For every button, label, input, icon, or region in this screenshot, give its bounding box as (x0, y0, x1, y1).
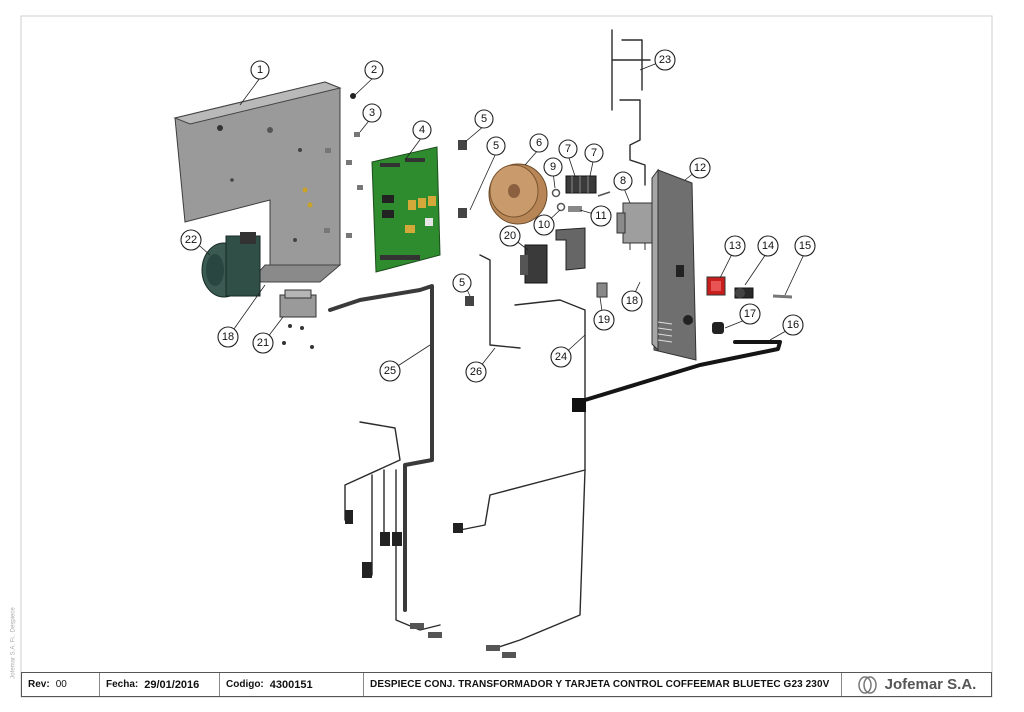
callout-5: 5 (452, 273, 472, 293)
callout-22: 22 (180, 229, 202, 251)
callout-7: 7 (558, 139, 578, 159)
rev-value: 00 (55, 679, 67, 690)
callout-21: 21 (252, 332, 274, 354)
svg-text:12: 12 (694, 162, 706, 174)
title-block: Rev: 00 Fecha: 29/01/2016 Codigo: 430015… (21, 672, 992, 697)
callout-6: 6 (529, 133, 549, 153)
callout-25: 25 (379, 360, 401, 382)
part-relay (520, 244, 548, 284)
fecha-label: Fecha: (106, 679, 139, 690)
callout-10: 10 (533, 214, 555, 236)
part-power-cable (583, 340, 782, 402)
part-side-bracket (651, 168, 697, 361)
codigo-value: 4300151 (269, 678, 313, 691)
callout-19: 19 (593, 309, 615, 331)
rev-label: Rev: (28, 679, 50, 690)
part-relay-bracket (555, 227, 586, 271)
svg-text:2: 2 (371, 64, 377, 76)
part-harness-25 (328, 284, 442, 638)
drawing-title-cell: DESPIECE CONJ. TRANSFORMADOR Y TARJETA C… (364, 673, 842, 696)
svg-text:25: 25 (384, 365, 396, 377)
svg-text:7: 7 (591, 147, 597, 159)
brand-cell: Jofemar S.A. (842, 673, 991, 696)
part-harness-24 (453, 299, 586, 658)
svg-text:10: 10 (538, 219, 550, 231)
callout-17: 17 (739, 303, 761, 325)
callout-3: 3 (362, 103, 382, 123)
callout-18: 18 (217, 326, 239, 348)
svg-text:11: 11 (595, 210, 606, 222)
codigo-label: Codigo: (226, 679, 264, 690)
callout-15: 15 (794, 235, 816, 257)
part-toroidal-transformer (488, 163, 548, 225)
side-watermark: Jofemar S.A. Fi.. Despiece (10, 607, 17, 679)
svg-text:21: 21 (257, 337, 269, 349)
callout-20: 20 (499, 225, 521, 247)
jofemar-logo-icon (857, 675, 877, 694)
svg-text:5: 5 (481, 113, 487, 125)
brand-name: Jofemar S.A. (884, 676, 977, 693)
callout-13: 13 (724, 235, 746, 257)
svg-text:16: 16 (787, 319, 799, 331)
drawing-frame (20, 15, 993, 698)
svg-text:22: 22 (185, 234, 197, 246)
callout-4: 4 (412, 120, 432, 140)
fecha-value: 29/01/2016 (144, 678, 200, 691)
part-main-plate (173, 81, 342, 283)
callouts: 1 2 3 4 5 5 5 6 7 7 8 9 10 11 12 13 14 1… (180, 49, 816, 383)
svg-text:24: 24 (555, 351, 567, 363)
svg-text:18: 18 (222, 331, 234, 343)
rev-cell: Rev: 00 (22, 673, 100, 696)
part-small-transformer (279, 289, 317, 349)
callout-14: 14 (757, 235, 779, 257)
callout-24: 24 (550, 346, 572, 368)
part-filter (616, 202, 654, 250)
callout-26: 26 (465, 361, 487, 383)
callout-5: 5 (486, 136, 506, 156)
svg-text:7: 7 (565, 143, 571, 155)
part-terminal-blocks (551, 175, 611, 212)
part-19 (596, 282, 608, 298)
callout-16: 16 (782, 314, 804, 336)
svg-text:4: 4 (419, 124, 425, 136)
fecha-cell: Fecha: 29/01/2016 (100, 673, 220, 696)
callout-11: 11 (590, 205, 612, 227)
callout-1: 1 (250, 60, 270, 80)
svg-text:13: 13 (729, 240, 741, 252)
svg-text:5: 5 (493, 140, 499, 152)
svg-text:5: 5 (459, 277, 465, 289)
svg-text:23: 23 (659, 54, 671, 66)
svg-text:14: 14 (762, 240, 774, 252)
callout-18: 18 (621, 290, 643, 312)
callout-8: 8 (613, 171, 633, 191)
svg-text:19: 19 (598, 314, 610, 326)
part-harness-26 (479, 254, 521, 349)
svg-text:15: 15 (799, 240, 811, 252)
svg-text:9: 9 (550, 161, 556, 173)
part-clips (458, 140, 474, 306)
svg-text:20: 20 (504, 230, 516, 242)
drawing-title: DESPIECE CONJ. TRANSFORMADOR Y TARJETA C… (370, 679, 830, 690)
callout-5: 5 (474, 109, 494, 129)
part-harness-23 (611, 29, 651, 186)
svg-text:8: 8 (620, 175, 626, 187)
callout-9: 9 (543, 157, 563, 177)
svg-text:1: 1 (257, 64, 263, 76)
part-control-pcb (371, 146, 441, 273)
part-switch-fuse (706, 276, 793, 334)
svg-text:6: 6 (536, 137, 542, 149)
svg-text:17: 17 (744, 308, 756, 320)
part-screws-spacers (324, 93, 363, 238)
callout-12: 12 (689, 157, 711, 179)
svg-text:26: 26 (470, 366, 482, 378)
svg-text:18: 18 (626, 295, 638, 307)
part-blower-fan (201, 232, 261, 298)
callout-7: 7 (584, 143, 604, 163)
callout-23: 23 (654, 49, 676, 71)
svg-text:3: 3 (369, 107, 375, 119)
callout-2: 2 (364, 60, 384, 80)
codigo-cell: Codigo: 4300151 (220, 673, 364, 696)
